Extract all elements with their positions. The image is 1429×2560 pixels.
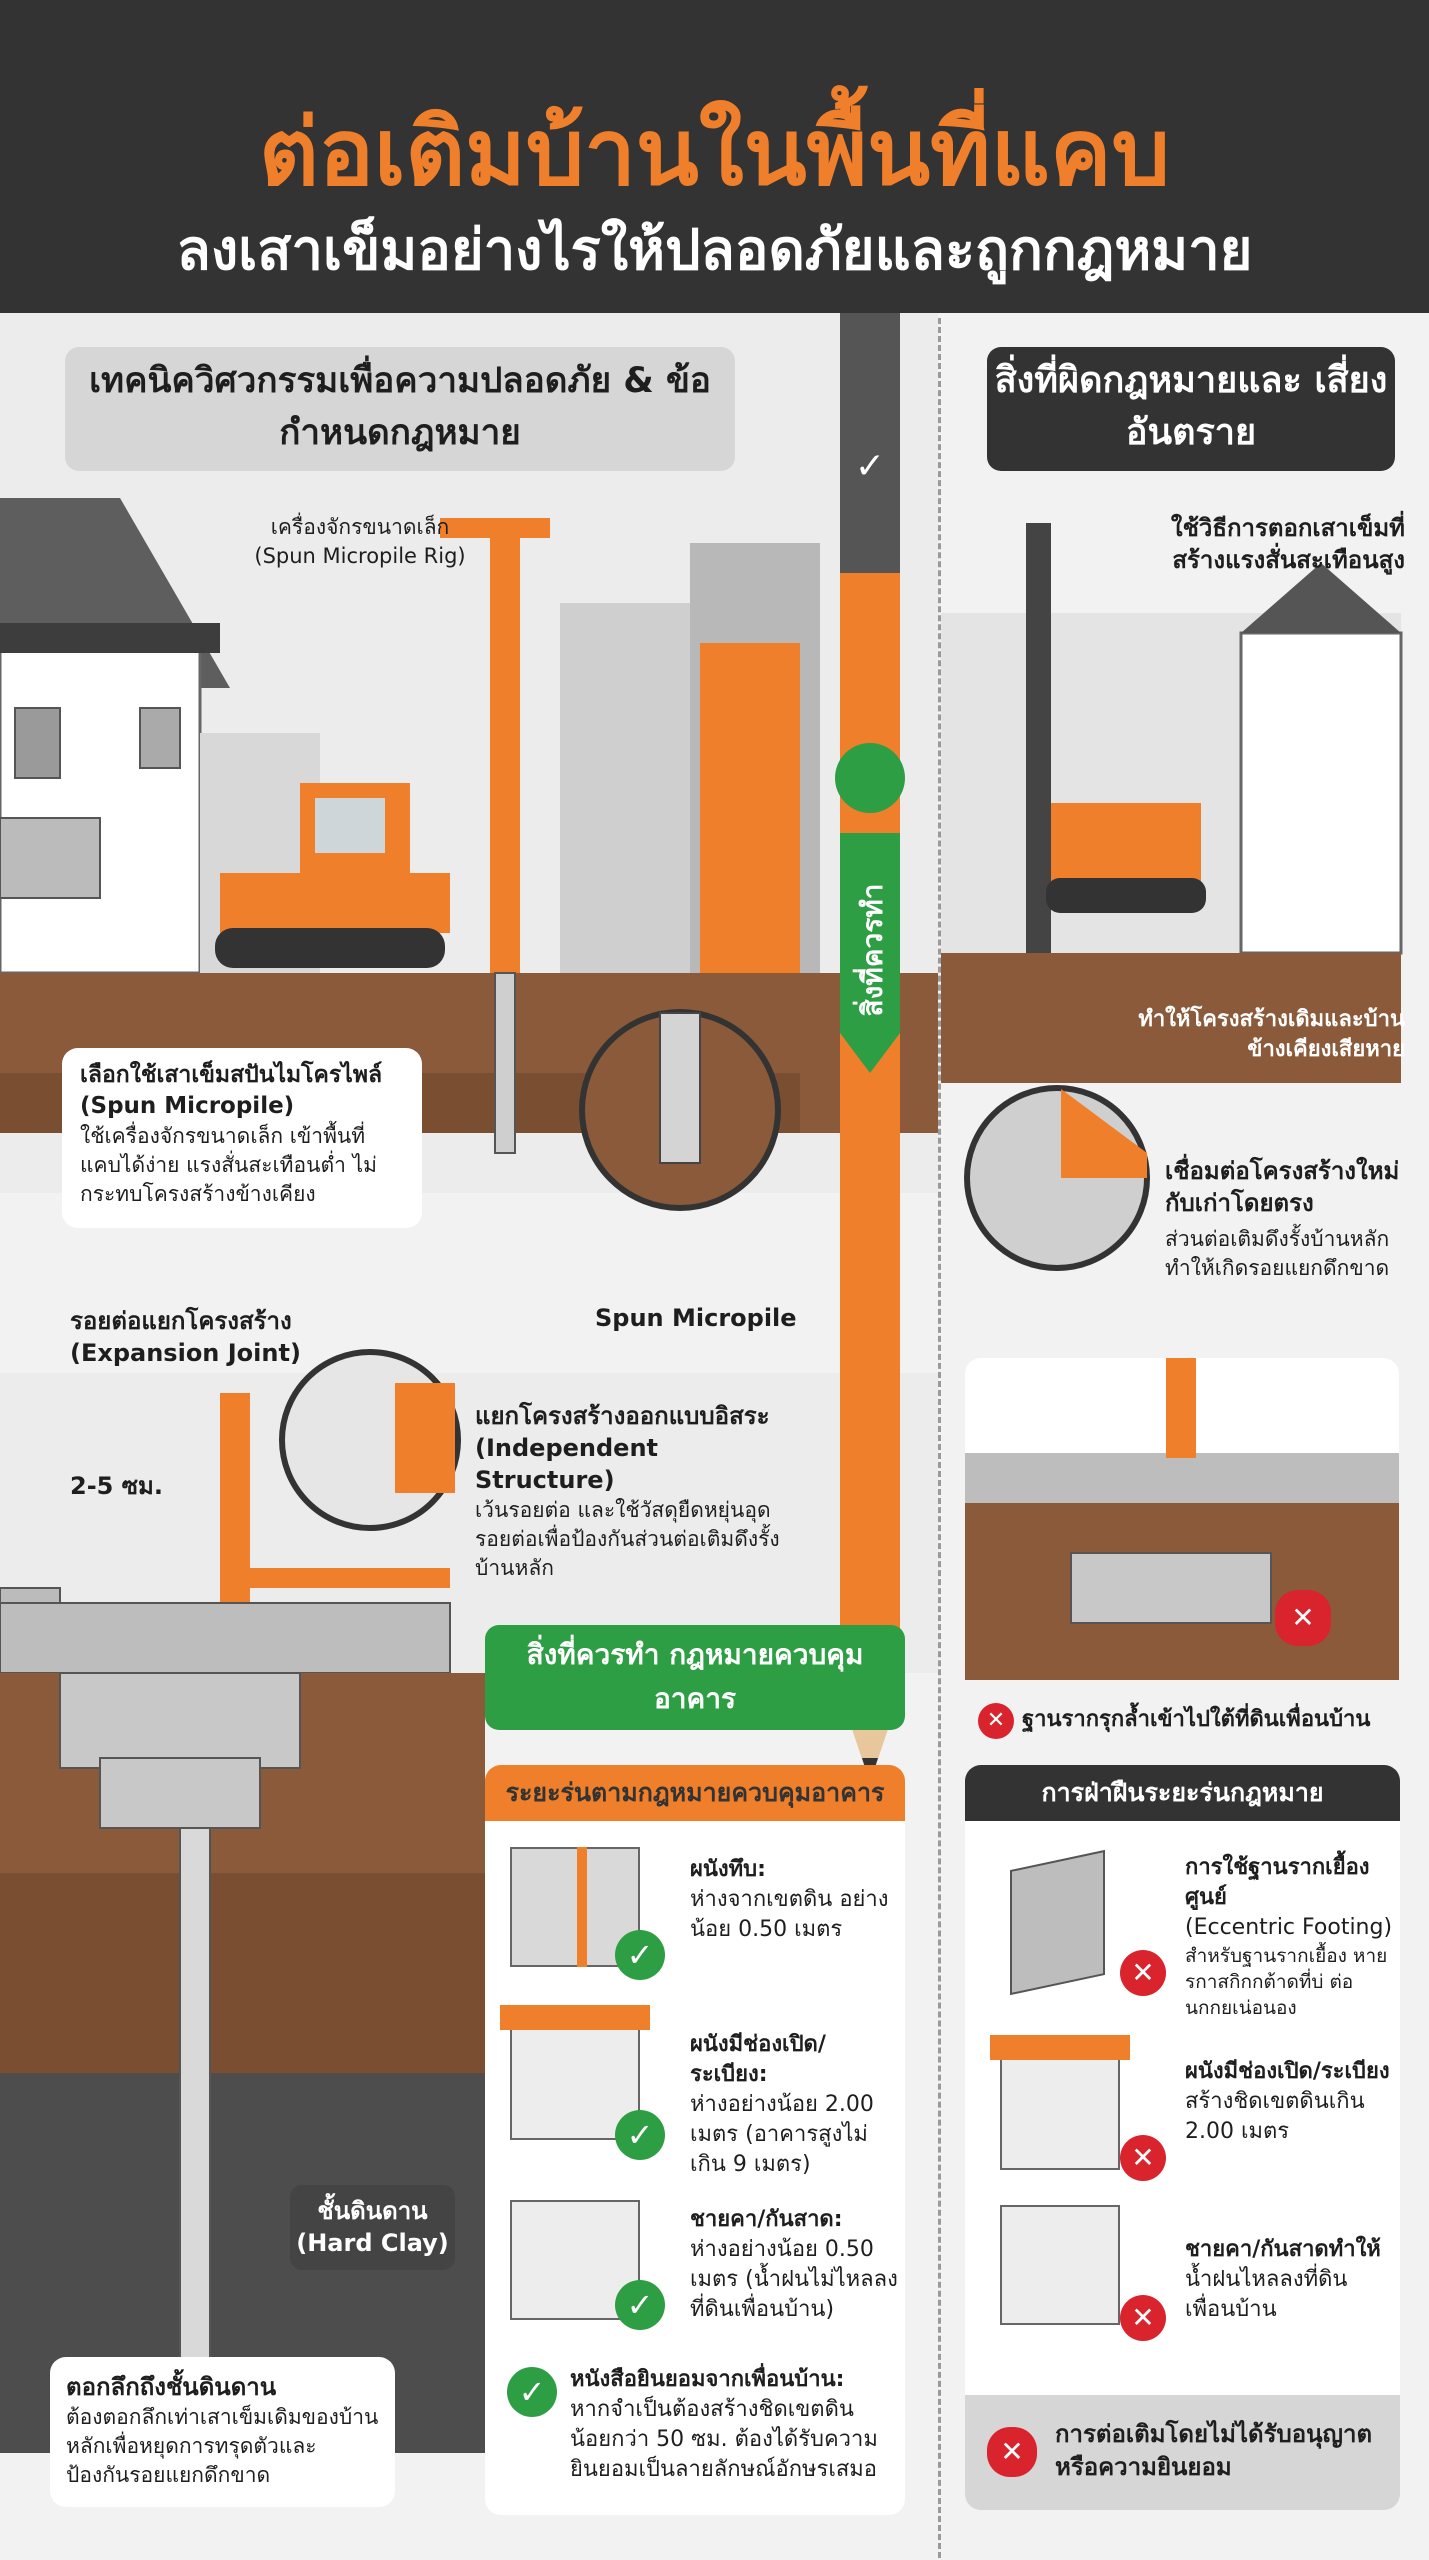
violation-card: การฝ่าฝืนระยะร่นกฎหมาย ✕ การใช้ฐานรากเยื… (965, 1765, 1400, 2510)
rig-label-th: เครื่องจักรขนาดเล็ก (270, 515, 450, 539)
do-box: สิ่งที่ควรทำ กฎหมายควบคุมอาคาร (485, 1625, 905, 1730)
encroach-label: ฐานรากรุกล้ำเข้าไปใต้ที่ดินเพื่อนบ้าน (1022, 1707, 1371, 1732)
spun-micropile-label: Spun Micropile (595, 1304, 797, 1332)
opening-wall-icon (1000, 2050, 1120, 2170)
law-row-desc: ห่างอย่างน้อย 2.00 เมตร (อาคารสูงไม่เกิน… (690, 2092, 874, 2177)
violation-subtitle: (Eccentric Footing) (1185, 1915, 1393, 1940)
law-row-title: ชายคา/กันสาด: (690, 2207, 843, 2232)
violation-eave: ชายคา/กันสาดทำให้ น้ำฝนไหลลงที่ดิน เพื่อ… (1185, 2235, 1395, 2325)
no-permit-label: การต่อเติมโดยไม่ได้รับอนุญาต หรือความยิน… (1055, 2420, 1373, 2481)
roof-icon (990, 2035, 1130, 2060)
law-card: ระยะร่นตามกฎหมายควบคุมอาคาร ✓ ผนังทึบ: ห… (485, 1765, 905, 2515)
joint-title-en: (Expansion Joint) (70, 1339, 301, 1367)
law-header: ระยะร่นตามกฎหมายควบคุมอาคาร (485, 1765, 905, 1821)
page-title: ต่อเติมบ้านในพื้นที่แคบ (258, 99, 1170, 206)
check-icon: ✓ (615, 2280, 665, 2330)
independent-desc: เว้นรอยต่อ และใช้วัสดุยืดหยุ่นอุดรอยต่อเ… (475, 1498, 780, 1580)
hard-clay-badge: ชั้นดินดาน (Hard Clay) (290, 2185, 455, 2270)
law-row-eave: ชายคา/กันสาด: ห่างอย่างน้อย 0.50 เมตร (น… (690, 2205, 900, 2325)
check-icon: ✓ (854, 446, 886, 487)
rig-label-en: (Spun Micropile Rig) (254, 544, 466, 568)
left-illustration (0, 313, 938, 2453)
law-row-solid: ผนังทึบ: ห่างจากเขตดิน อย่างน้อย 0.50 เม… (690, 1855, 895, 1945)
micropile-desc: ใช้เครื่องจักรขนาดเล็ก เข้าพื้นที่แคบได้… (80, 1124, 377, 1206)
header-banner (0, 0, 1429, 313)
eave-house-icon (1000, 2205, 1120, 2325)
law-row-desc: ห่างอย่างน้อย 0.50 เมตร (น้ำฝนไม่ไหลลงที… (690, 2237, 898, 2322)
violation-opening: ผนังมีช่องเปิด/ระเบียง สร้างชิดเขตดินเกิ… (1185, 2057, 1395, 2147)
rig-label: เครื่องจักรขนาดเล็ก (Spun Micropile Rig) (230, 513, 490, 571)
left-section-title: เทคนิควิศวกรรมเพื่อความปลอดภัย & ข้อกำหน… (65, 347, 735, 471)
connect-title: เชื่อมต่อโครงสร้างใหม่กับเก่าโดยตรง (1165, 1157, 1400, 1217)
hard-clay-th: ชั้นดินดาน (317, 2197, 428, 2225)
gap-label: 2-5 ซม. (70, 1472, 163, 1500)
law-row-title: ผนังทึบ: (690, 1857, 766, 1882)
violation-header: การฝ่าฝืนระยะร่นกฎหมาย (965, 1765, 1400, 1821)
center-divider (938, 318, 941, 2558)
cross-icon: ✕ (1120, 2135, 1166, 2181)
hard-clay-en: (Hard Clay) (296, 2229, 449, 2257)
violation-title: ชายคา/กันสาดทำให้ (1185, 2237, 1381, 2262)
roof-icon (500, 2005, 650, 2030)
micropile-title-th: เลือกใช้เสาเข็มสปันไมโครไพล์ (80, 1062, 383, 1088)
deep-pile-desc: ต้องตอกลึกเท่าเสาเข็มเดิมของบ้านหลักเพื่… (66, 2405, 379, 2487)
violation-desc: สร้างชิดเขตดินเกิน 2.00 เมตร (1185, 2089, 1365, 2144)
consent-note: หนังสือยินยอมจากเพื่อนบ้าน: หากจำเป็นต้อ… (570, 2365, 895, 2485)
check-icon: ✓ (615, 2110, 665, 2160)
law-row-title: ผนังมีช่องเปิด/ระเบียง: (690, 2032, 826, 2087)
cross-icon: ✕ (1120, 2295, 1166, 2341)
deep-pile-callout: ตอกลึกถึงชั้นดินดาน ต้องตอกลึกเท่าเสาเข็… (50, 2357, 395, 2507)
connect-desc: ส่วนต่อเติมดึงรั้งบ้านหลัก ทำให้เกิดรอยแ… (1165, 1227, 1390, 1280)
micropile-title-en: (Spun Micropile) (80, 1093, 295, 1119)
footing-block-icon (1010, 1849, 1105, 1996)
micropile-callout: เลือกใช้เสาเข็มสปันไมโครไพล์ (Spun Micro… (62, 1048, 422, 1228)
consent-title: หนังสือยินยอมจากเพื่อนบ้าน: (570, 2367, 845, 2392)
check-icon: ✓ (615, 1930, 665, 1980)
violation-desc: สำหรับฐานรากเยื้อง หายรกาสกิกกต้าดที่บ่ … (1185, 1945, 1388, 2019)
wall-edge (577, 1847, 587, 1967)
violation-eccentric: การใช้ฐานรากเยื้องศูนย์ (Eccentric Footi… (1185, 1853, 1395, 2021)
independent-title-th: แยกโครงสร้างออกแบบอิสระ (475, 1402, 770, 1430)
cross-icon: ✕ (978, 1703, 1014, 1739)
vibration-label: ใช้วิธีการตอกเสาเข็มที่สร้างแรงสั่นสะเทื… (1170, 514, 1405, 574)
violation-desc: น้ำฝนไหลลงที่ดิน เพื่อนบ้าน (1185, 2267, 1348, 2322)
page-subtitle: ลงเสาเข็มอย่างไรให้ปลอดภัยและถูกกฎหมาย (176, 218, 1253, 283)
law-row-desc: ห่างจากเขตดิน อย่างน้อย 0.50 เมตร (690, 1887, 889, 1942)
check-icon: ✓ (507, 2367, 557, 2417)
violation-title: ผนังมีช่องเปิด/ระเบียง (1185, 2059, 1390, 2084)
connect-callout: เชื่อมต่อโครงสร้างใหม่กับเก่าโดยตรง ส่วน… (1165, 1155, 1415, 1283)
law-row-opening: ผนังมีช่องเปิด/ระเบียง: ห่างอย่างน้อย 2.… (690, 2030, 900, 2180)
cross-icon: ✕ (1120, 1950, 1166, 1996)
deep-pile-title: ตอกลึกถึงชั้นดินดาน (66, 2373, 277, 2401)
cross-icon: ✕ (987, 2427, 1037, 2477)
independent-callout: แยกโครงสร้างออกแบบอิสระ (Independent Str… (475, 1400, 805, 1583)
cross-icon: ✕ (1275, 1590, 1331, 1646)
right-section-title: สิ่งที่ผิดกฎหมายและ เสี่ยงอันตราย (987, 347, 1395, 471)
violation-title: การใช้ฐานรากเยื้องศูนย์ (1185, 1855, 1370, 1910)
no-permit-banner (965, 2395, 1400, 2510)
consent-desc: หากจำเป็นต้องสร้างชิดเขตดินน้อยกว่า 50 ซ… (570, 2397, 878, 2482)
independent-title-en: (Independent Structure) (475, 1434, 658, 1494)
pencil-label: สิ่งที่ควรทำ (856, 883, 889, 1017)
damage-label: ทำให้โครงสร้างเดิมและบ้านข้างเคียงเสียหา… (1138, 1007, 1405, 1062)
joint-title-th: รอยต่อแยกโครงสร้าง (70, 1307, 292, 1335)
joint-label: รอยต่อแยกโครงสร้าง (Expansion Joint) (70, 1305, 390, 1369)
